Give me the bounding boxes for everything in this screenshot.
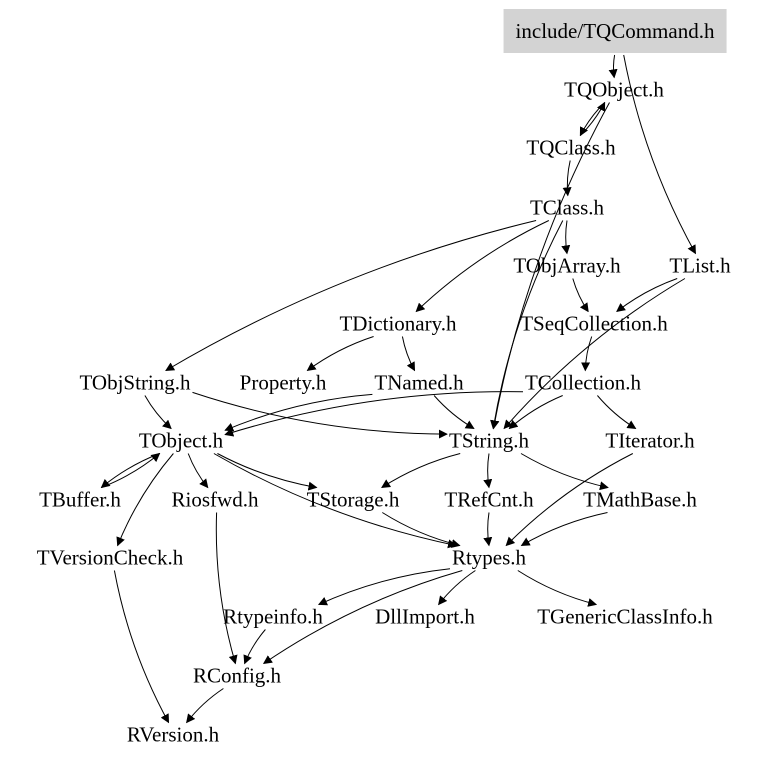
node-trefcnt-h[interactable]: TRefCnt.h (444, 487, 534, 512)
node-tstring-h[interactable]: TString.h (449, 428, 529, 453)
node-riosfwd-h[interactable]: Riosfwd.h (171, 487, 259, 512)
node-tcollection-h[interactable]: TCollection.h (524, 370, 642, 395)
edge-n_rtypeinfo-to-n_rconfig (243, 629, 266, 665)
edge-n_tclass-to-n_tdictionary (415, 220, 550, 313)
edge-n_rconfig-to-n_rversion (186, 688, 224, 724)
edge-n_tdictionary-to-n_property (306, 336, 374, 372)
edge-n_tobject-to-n_tstorage (217, 453, 318, 491)
edge-n_trefcnt-to-n_rtypes (483, 512, 493, 547)
node-tseqcollection-h[interactable]: TSeqCollection.h (520, 311, 668, 336)
edge-n_tobject-to-n_rtypes (213, 453, 457, 549)
edge-n_tobjstring-to-n_tobject (144, 395, 172, 430)
edge-n_tstring-to-n_tstorage (381, 453, 461, 488)
node-rconfig-h[interactable]: RConfig.h (192, 663, 282, 688)
edge-n_tobject-to-n_riosfwd (187, 453, 209, 489)
edge-n_tcollection-to-n_titerator (597, 395, 637, 429)
node-tclass-h[interactable]: TClass.h (529, 195, 605, 220)
node-tgenericclassinfo-h[interactable]: TGenericClassInfo.h (537, 604, 713, 629)
node-rtypes-h[interactable]: Rtypes.h (451, 545, 527, 570)
node-tnamed-h[interactable]: TNamed.h (374, 370, 464, 395)
edge-n_tcollection-to-n_tobject (224, 391, 524, 437)
node-tqclass-h[interactable]: TQClass.h (526, 135, 616, 160)
edge-n_titerator-to-n_rtypes (505, 453, 634, 547)
node-tversioncheck-h[interactable]: TVersionCheck.h (36, 545, 184, 570)
edge-n_tclass-to-n_tobjarray (561, 220, 571, 255)
node-rtypeinfo-h[interactable]: Rtypeinfo.h (223, 604, 323, 629)
edge-n_tclass-to-n_tobjstring (165, 220, 537, 371)
edge-n_tobjarray-to-n_tseqcollection (572, 278, 589, 313)
node-dllimport-h[interactable]: DllImport.h (375, 604, 475, 629)
edge-n_tobject-to-n_tversioncheck (116, 453, 174, 547)
node-include-tqcommand-h[interactable]: include/TQCommand.h (503, 9, 727, 53)
edge-n_tqclass-to-n_tqobject (579, 101, 606, 136)
edge-n_tversioncheck-to-n_rversion (113, 570, 170, 724)
edge-n_rtypes-to-n_rtypeinfo (317, 568, 451, 606)
edge-n_tqclass-to-n_tclass (562, 160, 572, 197)
node-rversion-h[interactable]: RVersion.h (126, 722, 220, 747)
edge-n_tstring-to-n_trefcnt (483, 453, 493, 489)
node-tobjstring-h[interactable]: TObjString.h (79, 370, 191, 395)
edge-n_tlist-to-n_tstring (503, 278, 686, 430)
edge-n_tstring-to-n_tmathbase (520, 453, 609, 491)
edge-n_riosfwd-to-n_rconfig (215, 512, 238, 665)
edge-n_tobjstring-to-n_tstring (192, 391, 448, 439)
edge-n_tstorage-to-n_rtypes (382, 512, 461, 548)
node-tqobject-h[interactable]: TQObject.h (564, 77, 664, 102)
edge-n_tdictionary-to-n_tnamed (401, 336, 416, 372)
node-tobjarray-h[interactable]: TObjArray.h (513, 253, 621, 278)
node-tlist-h[interactable]: TList.h (669, 253, 731, 278)
edge-n_rtypes-to-n_rconfig (262, 570, 463, 665)
edge-n_tcollection-to-n_tstring (508, 395, 563, 430)
node-titerator-h[interactable]: TIterator.h (605, 428, 695, 453)
node-property-h[interactable]: Property.h (239, 370, 327, 395)
edge-n_tqcommand-to-n_tlist (623, 54, 696, 255)
node-tmathbase-h[interactable]: TMathBase.h (583, 487, 697, 512)
edge-n_tlist-to-n_tseqcollection (616, 278, 678, 313)
edge-n_rtypes-to-n_dllimport (438, 570, 476, 606)
edge-n_tseqcollection-to-n_tcollection (581, 336, 593, 372)
edge-n_rtypes-to-n_tgenericclassinfo (517, 570, 598, 607)
edge-n_tmathbase-to-n_rtypes (520, 512, 608, 546)
edge-n_tnamed-to-n_tobject (224, 393, 373, 432)
node-tobject-h[interactable]: TObject.h (138, 428, 224, 453)
node-tdictionary-h[interactable]: TDictionary.h (339, 311, 457, 336)
edge-n_tbuffer-to-n_tobject (101, 452, 161, 488)
node-tstorage-h[interactable]: TStorage.h (306, 487, 400, 512)
node-tbuffer-h[interactable]: TBuffer.h (39, 487, 121, 512)
edge-n_tclass-to-n_tstring (490, 220, 564, 430)
edge-n_tqcommand-to-n_tqobject (608, 54, 618, 79)
edge-n_tnamed-to-n_tstring (433, 395, 475, 429)
edge-n_tqobject-to-n_tstring (490, 102, 610, 430)
